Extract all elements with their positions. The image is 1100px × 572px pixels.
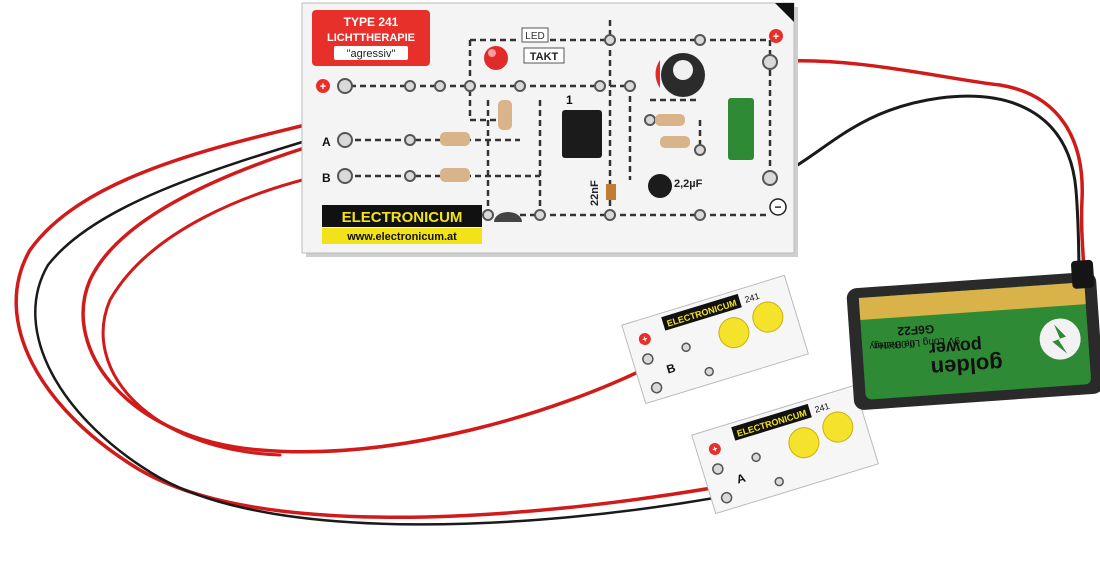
battery-brand-line2: power [928, 336, 982, 360]
board-corner [775, 3, 794, 22]
battery-symbol [728, 98, 754, 160]
capacitor-22nf [606, 184, 616, 200]
resistor [440, 132, 470, 146]
plus-marker-left [316, 79, 330, 93]
led-a-yellow-2 [822, 411, 854, 443]
battery-9v: G6F22 9V Long Life Battery 0,00%Hg golde… [846, 259, 1100, 410]
led-b-yellow-1 [718, 317, 750, 349]
led-board-a-terminals [712, 452, 784, 504]
terminal-b-label: B [322, 171, 331, 185]
led-board-a-plus: + [711, 443, 719, 454]
wire-black-battery [770, 94, 1082, 302]
red-led-highlight [488, 49, 496, 57]
led-board-b-type: 241 [743, 291, 760, 305]
takt-label-box [523, 47, 565, 64]
led-board-a: ELECTRONICUM 241 + A [691, 384, 879, 515]
resistor [440, 168, 470, 182]
battery-model: G6F22 [897, 322, 935, 339]
resistors [440, 100, 690, 182]
ic-chip [562, 110, 602, 158]
led-board-b-brand-strip [661, 293, 742, 331]
website-strip [322, 228, 482, 244]
led-board-a-brand-strip [731, 403, 812, 441]
type-label: TYPE 241 [344, 15, 399, 29]
main-circuit-board: TYPE 241 LICHTTHERAPIE "agressiv" [301, 2, 798, 257]
cap-small-label: 22nF [589, 180, 601, 206]
plus-left-label: + [320, 81, 326, 93]
battery-mercury: 0,00%Hg [874, 337, 916, 351]
plus-marker-right [769, 29, 783, 43]
minus-marker-right [769, 198, 787, 216]
led-a-yellow-1 [788, 427, 820, 459]
battery-snap [1071, 259, 1095, 289]
plus-right-label: + [773, 31, 779, 43]
website-label: www.electronicum.at [346, 231, 457, 243]
mode-label-bg [334, 46, 408, 60]
pin1-label: 1 [566, 93, 573, 107]
resistor [498, 100, 512, 130]
wires [14, 59, 1087, 526]
red-led [484, 46, 508, 70]
capacitor-2-2uf [648, 174, 672, 198]
led-board-b-terminals [642, 342, 714, 394]
takt-label: TAKT [530, 51, 559, 63]
wire-red-battery [770, 59, 1087, 302]
brand-strip [322, 205, 482, 227]
led-board-b-plus-marker [638, 333, 651, 346]
resistor [660, 136, 690, 148]
brand-label: ELECTRONICUM [342, 209, 463, 226]
wire-red-to-led-a [14, 120, 714, 519]
led-board-b-plus: + [641, 333, 649, 344]
led-board-b: ELECTRONICUM 241 + B [621, 274, 809, 405]
battery-logo-bolt [1052, 324, 1068, 354]
potentiometer-red-marker [655, 60, 660, 88]
resistor [655, 114, 685, 126]
circuit-traces [340, 20, 772, 217]
mode-label: "agressiv" [347, 48, 396, 60]
potentiometer-knob [673, 60, 693, 80]
wire-black-to-led-a [34, 134, 716, 526]
led-label: LED [525, 31, 544, 42]
terminal-a-label: A [322, 135, 331, 149]
brand-logo-icon [494, 212, 522, 222]
led-board-a-type: 241 [813, 401, 830, 415]
name-label: LICHTTHERAPIE [327, 32, 415, 44]
led-b-yellow-2 [752, 301, 784, 333]
battery-gold-band [858, 282, 1086, 320]
battery-brand-line1: golden [930, 351, 1004, 381]
minus-right-label: − [774, 200, 781, 214]
led-board-a-plus-marker [708, 443, 721, 456]
terminals [337, 34, 778, 221]
wire-red-to-led-b [81, 138, 644, 454]
wire-red-from-b-terminal [101, 170, 338, 457]
cap-large-label: 2,2µF [674, 178, 703, 190]
led-label-box [521, 27, 549, 43]
